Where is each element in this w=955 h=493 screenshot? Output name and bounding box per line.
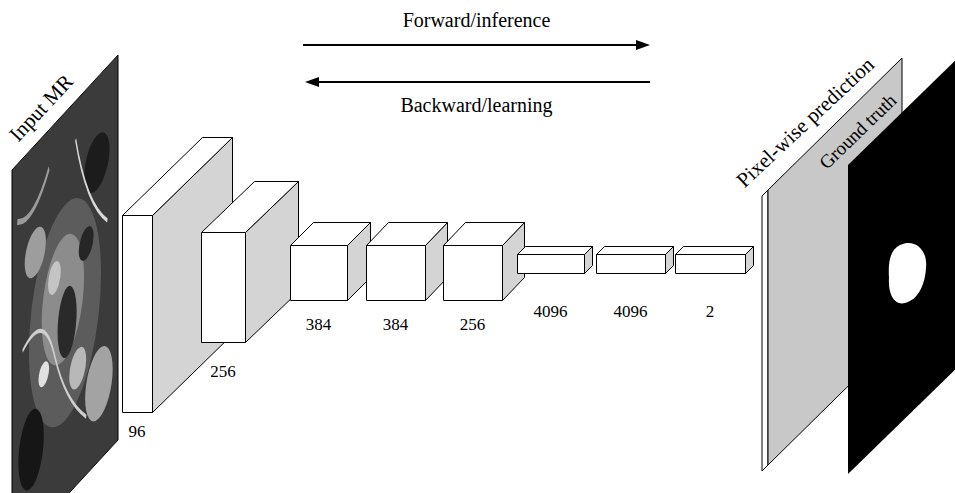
layer-top-face (202, 182, 299, 233)
forward-arrow-head (636, 40, 650, 50)
layer-size: 384 (290, 315, 347, 335)
layer-box-shape (366, 222, 449, 302)
ellipse-shape (48, 256, 61, 301)
layer-front-face (518, 255, 585, 274)
layer-size: 256 (201, 362, 245, 382)
ellipse-shape (79, 220, 94, 267)
layer-block: 4096 (596, 246, 674, 326)
path-shape (23, 277, 87, 486)
layer-top-face (367, 223, 448, 246)
layer-top-face (597, 247, 674, 255)
layer-top-face (123, 138, 233, 216)
direction-label: Backward/learning (303, 93, 650, 117)
layer-front-face (291, 246, 348, 301)
layer-box-shape (675, 246, 755, 275)
layer-box-shape (596, 246, 675, 275)
path-shape (17, 168, 49, 228)
image-plane: Input MR (0, 0, 128, 493)
g-shape (17, 99, 112, 493)
path-shape (889, 243, 926, 303)
layer-box-shape (290, 222, 372, 302)
layer-block: 4096 (517, 246, 593, 326)
label-holder: Backward/learning (303, 93, 650, 117)
forward-arrow-line (303, 44, 640, 46)
layer-size: 4096 (517, 302, 584, 322)
layer-front-face (444, 246, 503, 301)
layer-front-face (676, 255, 746, 274)
layer-block: 384 (290, 222, 371, 339)
layer-front-face (597, 255, 666, 274)
layer-block: 256 (201, 181, 299, 386)
layer-block: 384 (366, 222, 448, 339)
ellipse-shape (58, 277, 77, 367)
layer-size: 256 (443, 315, 502, 335)
polygon-shape (762, 190, 768, 471)
image-plane: Ground truth (810, 50, 955, 493)
ellipse-shape (69, 340, 86, 397)
ellipse-shape (18, 397, 43, 493)
ellipse-shape (85, 334, 113, 433)
direction-label: Forward/inference (303, 8, 650, 32)
ellipse-shape (39, 357, 50, 392)
layer-size: 2 (675, 302, 745, 322)
backward-arrow-line (315, 81, 650, 83)
label-holder: Forward/inference (303, 8, 650, 32)
layer-top-face (444, 223, 525, 246)
layer-top-face (291, 223, 371, 246)
ellipse-shape (25, 218, 46, 287)
layer-front-face (123, 216, 153, 413)
layer-top-face (676, 247, 754, 255)
layer-front-face (367, 246, 426, 301)
layer-front-face (202, 233, 246, 343)
path-shape (76, 105, 108, 255)
layer-box-shape (517, 246, 594, 275)
layer-box-shape (443, 222, 526, 302)
layer-block: 2 (675, 246, 754, 326)
backward-arrow-head (305, 77, 319, 87)
layer-size: 96 (122, 422, 152, 442)
layer-block: 256 (443, 222, 525, 339)
layer-box-shape (201, 181, 300, 344)
layer-size: 384 (366, 315, 425, 335)
layer-size: 4096 (596, 302, 665, 322)
layer-top-face (518, 247, 593, 255)
